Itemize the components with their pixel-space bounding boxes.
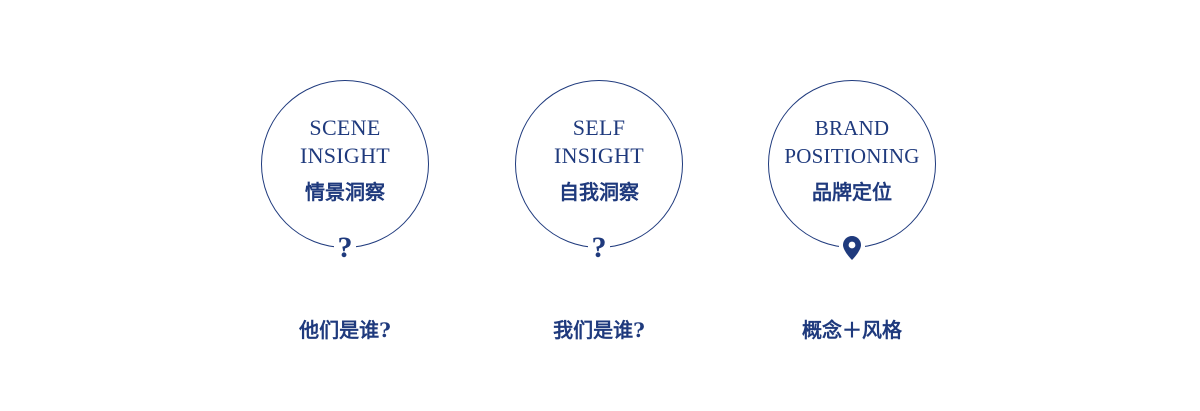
caption-who-are-we: 我们是谁? [553,318,645,342]
card-title-line2: POSITIONING [784,144,920,168]
card-brand-positioning-circle: BRAND POSITIONING 品牌定位 [768,80,936,263]
caption-concept-style: 概念＋风格 [802,318,902,342]
caption-who-are-they: 他们是谁? [299,318,391,342]
card-title-line2: INSIGHT [553,143,645,168]
location-pin-icon [839,233,865,263]
card-subtitle: 自我洞察 [559,180,639,204]
card-title-line1: SCENE [309,115,381,140]
card-title-line1: BRAND [814,116,890,140]
card-subtitle: 品牌定位 [812,180,892,204]
card-self-insight-circle: SELF INSIGHT 自我洞察 ? [515,80,683,265]
card-title-line1: SELF [572,115,626,140]
card-scene-insight-circle: SCENE INSIGHT 情景洞察 ? [261,80,429,265]
card-title-line2: INSIGHT [299,143,391,168]
question-mark-icon: ? [588,231,610,265]
question-mark-icon: ? [334,231,356,265]
card-subtitle: 情景洞察 [305,180,385,204]
